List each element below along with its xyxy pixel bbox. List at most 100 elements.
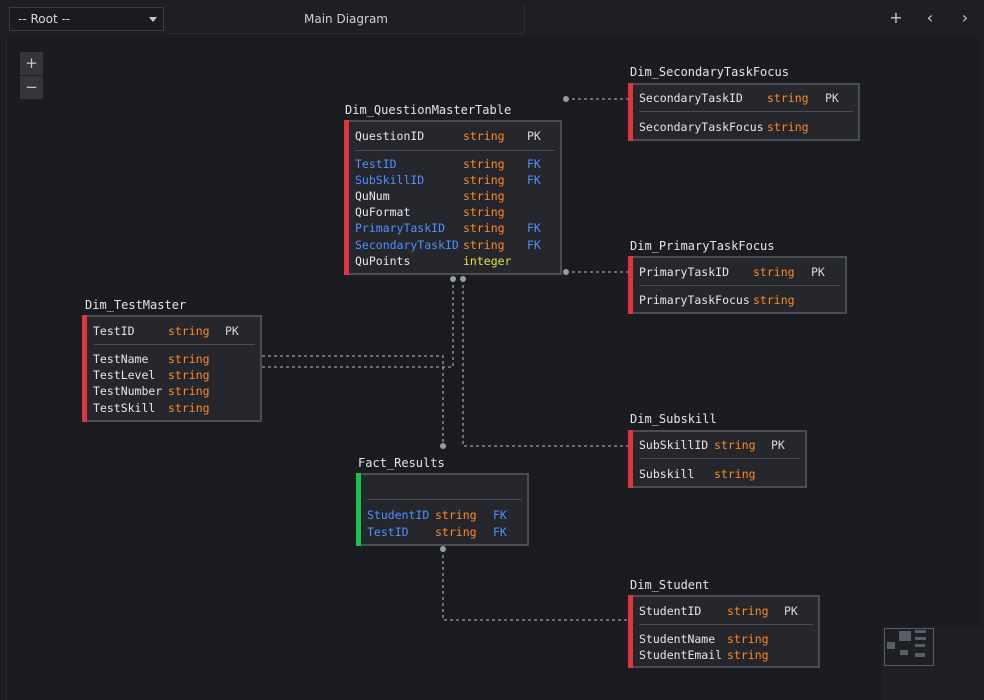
prev-tab-button[interactable]: ‹ [926, 8, 934, 27]
field-key-tag: FK [527, 157, 541, 171]
row-divider [639, 285, 840, 286]
entity-secondary-task-focus[interactable]: SecondaryTaskID string PK SecondaryTaskF… [628, 83, 860, 141]
root-select-value: -- Root -- [18, 12, 71, 26]
entity-test-master[interactable]: TestID string PK TestName string TestLev… [82, 315, 262, 422]
field-type: string [767, 120, 809, 134]
row-divider [639, 111, 853, 112]
entity-question-master[interactable]: QuestionID string PK TestID string FK Su… [344, 120, 562, 275]
connector-endpoint [563, 96, 569, 102]
field-name: TestSkill [93, 401, 156, 415]
field-type: string [435, 508, 477, 522]
entity-fact-results[interactable]: StudentID string FK TestID string FK [356, 473, 529, 546]
field-name: SubSkillID [639, 438, 709, 452]
minimap-viewport[interactable] [884, 628, 934, 666]
connector-endpoint [450, 276, 456, 282]
entity-title-student: Dim_Student [630, 578, 710, 592]
field-name: QuestionID [355, 129, 425, 143]
connector-endpoint [440, 546, 446, 552]
field-key-tag: FK [527, 238, 541, 252]
field-name: Subskill [639, 467, 695, 481]
field-type: string [463, 129, 505, 143]
field-type: string [463, 221, 505, 235]
field-type: string [168, 384, 210, 398]
field-type: string [463, 173, 505, 187]
field-name: PrimaryTaskID [639, 265, 730, 279]
diagram-minimap[interactable] [882, 626, 984, 700]
field-key-tag: PK [811, 265, 825, 279]
field-key-tag: PK [771, 438, 785, 452]
field-name: TestName [93, 352, 149, 366]
field-name: TestNumber [93, 384, 163, 398]
entity-primary-task-focus[interactable]: PrimaryTaskID string PK PrimaryTaskFocus… [628, 256, 847, 314]
entity-title-fact-results: Fact_Results [358, 456, 445, 470]
entity-title-primary-task-focus: Dim_PrimaryTaskFocus [630, 239, 775, 253]
minimap-entity [900, 650, 908, 655]
row-divider [367, 499, 522, 500]
entity-subskill[interactable]: SubSkillID string PK Subskill string [628, 430, 807, 488]
field-key-tag: FK [527, 173, 541, 187]
pk-stripe [628, 256, 633, 314]
field-name: SubSkillID [355, 173, 425, 187]
connector-subskill [462, 279, 629, 447]
field-name: SecondaryTaskID [355, 238, 459, 252]
chevron-down-icon [149, 17, 157, 22]
field-name: PrimaryTaskFocus [639, 293, 750, 307]
diagram-tabs: Main Diagram [168, 5, 524, 34]
entity-title-secondary-task-focus: Dim_SecondaryTaskFocus [630, 65, 789, 79]
fact-stripe [356, 473, 361, 546]
field-type: string [727, 648, 769, 662]
toolbar-divider [524, 5, 525, 33]
pk-stripe [628, 83, 633, 141]
connector-student [442, 549, 629, 621]
field-type: string [714, 467, 756, 481]
field-type: string [463, 157, 505, 171]
pk-stripe [628, 430, 633, 488]
minimap-entity [915, 637, 926, 640]
field-type: string [463, 205, 505, 219]
row-divider [639, 624, 813, 625]
field-name: SecondaryTaskID [639, 91, 743, 105]
field-key-tag: PK [784, 604, 798, 618]
field-type: string [168, 352, 210, 366]
zoom-in-button[interactable]: + [20, 52, 43, 75]
field-name: TestLevel [93, 368, 156, 382]
connector-question-fact [262, 279, 454, 368]
field-key-tag: PK [527, 129, 541, 143]
zoom-out-button[interactable]: − [20, 76, 43, 99]
top-toolbar: -- Root -- Main Diagram + ‹ › [0, 0, 984, 38]
field-name: TestID [367, 525, 409, 539]
minimap-entity [899, 631, 911, 641]
field-type: string [727, 604, 769, 618]
field-name: SecondaryTaskFocus [639, 120, 764, 134]
minimap-entity [915, 630, 926, 633]
pk-stripe [82, 315, 87, 422]
field-name: QuFormat [355, 205, 411, 219]
entity-title-question-master: Dim_QuestionMasterTable [345, 103, 512, 117]
field-key-tag: PK [825, 91, 839, 105]
connector-endpoint [460, 276, 466, 282]
root-select[interactable]: -- Root -- [9, 7, 164, 31]
field-type: string [463, 189, 505, 203]
field-name: PrimaryTaskID [355, 221, 446, 235]
entity-title-test-master: Dim_TestMaster [85, 298, 187, 312]
field-type: string [168, 368, 210, 382]
row-divider [355, 150, 555, 151]
field-type: string [714, 438, 756, 452]
field-key-tag: FK [527, 221, 541, 235]
field-name: StudentEmail [639, 648, 723, 662]
field-type: string [463, 238, 505, 252]
field-type: string [168, 401, 210, 415]
entity-student[interactable]: StudentID string PK StudentName string S… [628, 595, 820, 668]
next-tab-button[interactable]: › [961, 8, 969, 27]
add-diagram-button[interactable]: + [889, 8, 903, 27]
tab-main-diagram[interactable]: Main Diagram [304, 12, 388, 26]
field-name: StudentID [639, 604, 702, 618]
field-type: string [753, 265, 795, 279]
field-key-tag: FK [493, 508, 507, 522]
row-divider [93, 344, 255, 345]
field-type: string [767, 91, 809, 105]
minimap-entity [915, 644, 925, 647]
field-type: string [753, 293, 795, 307]
field-key-tag: PK [225, 324, 239, 338]
